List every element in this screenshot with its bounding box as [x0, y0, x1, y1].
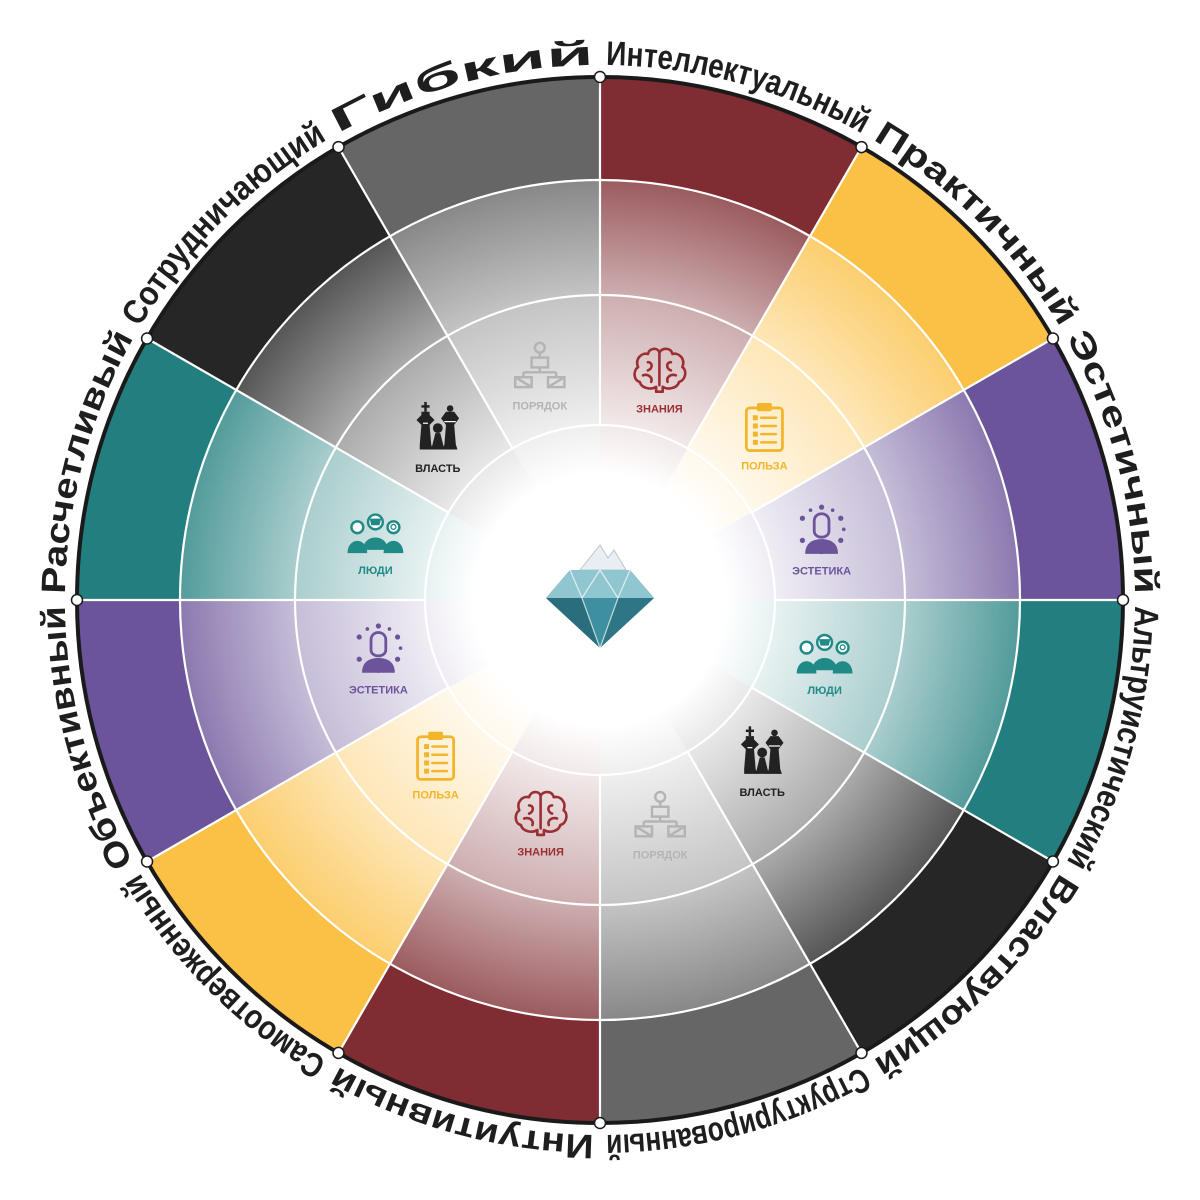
- sector-band: [810, 810, 1053, 1053]
- clipboard-icon: [416, 731, 456, 781]
- sector-fade: [180, 390, 600, 600]
- person-icon: [799, 504, 846, 555]
- chess-icon: [740, 726, 784, 774]
- value-label: ПОЛЬЗА: [741, 461, 787, 473]
- value-icons: ЗНАНИЯ ПОЛЬЗА ЭСТЕТИКА ЛЮДИ ВЛАСТЬ ПОРЯДОК ЗНА…: [347, 341, 853, 862]
- rim-dot: [140, 855, 154, 868]
- sector-band: [600, 963, 861, 1122]
- rim-dot: [1046, 855, 1060, 868]
- flowchart-icon: [513, 341, 566, 389]
- sector-band: [339, 78, 600, 237]
- divider-line: [686, 147, 862, 449]
- sector-fade: [600, 600, 1020, 810]
- value-label: ПОРЯДОК: [633, 850, 688, 862]
- value-label: ЛЮДИ: [807, 685, 842, 697]
- sector-band: [339, 963, 600, 1122]
- rim-dot: [593, 1116, 607, 1130]
- value-label: ПОЛЬЗА: [412, 789, 458, 801]
- sector-band: [78, 339, 237, 600]
- brain-icon: [633, 347, 687, 394]
- sector-band: [78, 600, 237, 861]
- person-icon: [356, 623, 403, 673]
- rim-dot: [855, 1046, 868, 1060]
- flowchart-icon: [634, 790, 687, 838]
- chess-icon: [416, 401, 460, 450]
- divider-line: [147, 338, 449, 514]
- divider-line: [338, 147, 514, 449]
- divider-line: [338, 751, 514, 1053]
- sector-band: [147, 810, 390, 1053]
- rim-dot: [70, 593, 84, 607]
- value-label: ЛЮДИ: [358, 565, 393, 577]
- sector-fade: [390, 180, 600, 600]
- divider-line: [686, 751, 862, 1053]
- sector-band: [147, 147, 390, 390]
- sector-fade: [600, 180, 810, 600]
- divider-line: [751, 686, 1053, 862]
- diamond-icon: [546, 544, 654, 649]
- rim-dot: [332, 1046, 345, 1060]
- center-emblem: [546, 544, 654, 649]
- sector-band: [810, 147, 1053, 390]
- rim-dot: [1116, 593, 1130, 607]
- sector-fade: [600, 600, 810, 1020]
- value-label: ЗНАНИЯ: [636, 403, 683, 415]
- rim-dot: [593, 70, 607, 84]
- rim-dot: [332, 140, 345, 154]
- divider-line: [751, 338, 1053, 514]
- value-label: ВЛАСТЬ: [415, 463, 460, 475]
- sector-band: [600, 78, 861, 237]
- sector-fade: [236, 236, 600, 600]
- sector-fade: [600, 390, 1020, 600]
- rim-dot: [140, 332, 154, 345]
- people-icon: [796, 633, 853, 674]
- sector-fade: [600, 600, 964, 964]
- rim-dot: [1046, 332, 1060, 345]
- rim-dot: [855, 140, 868, 154]
- divider-line: [147, 686, 449, 862]
- divider-lines: [70, 70, 1130, 1130]
- value-label: ЭСТЕТИКА: [792, 566, 851, 578]
- sector-band: [963, 339, 1122, 600]
- clipboard-icon: [744, 403, 784, 452]
- sector-band: [963, 600, 1122, 861]
- sectors-layer: [78, 78, 1122, 1122]
- people-icon: [347, 513, 404, 554]
- value-label: ВЛАСТЬ: [740, 787, 785, 799]
- sector-fade: [390, 600, 600, 1020]
- brain-icon: [514, 790, 568, 837]
- value-label: ЭСТЕТИКА: [349, 684, 408, 696]
- sector-fade: [180, 600, 600, 810]
- value-label: ЗНАНИЯ: [517, 847, 564, 859]
- sector-fade: [236, 600, 600, 964]
- value-label: ПОРЯДОК: [513, 400, 568, 412]
